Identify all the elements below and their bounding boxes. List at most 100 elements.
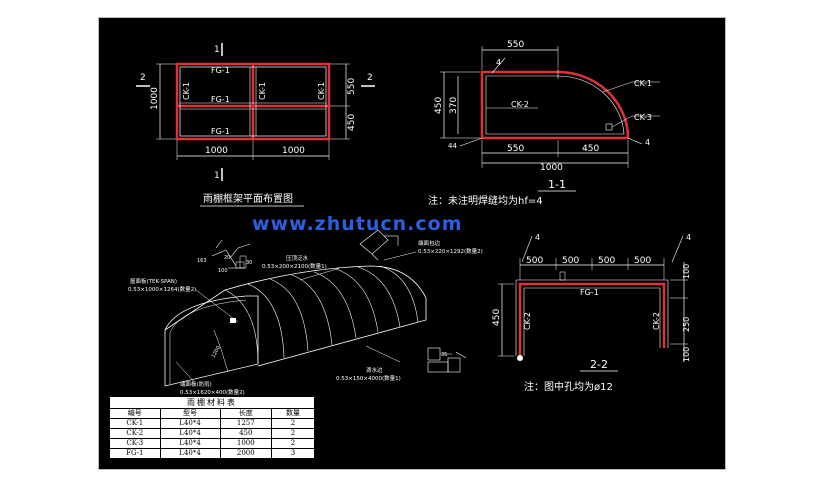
iso-label-end-wall-spec: 0.53×1620×400(数量2) xyxy=(180,388,245,396)
s22-dim-top-1: 500 xyxy=(526,256,543,266)
svg-text:1200: 1200 xyxy=(211,345,223,359)
table-cell: L40*4 xyxy=(159,418,221,429)
s11-weld-top: 4 xyxy=(496,58,501,67)
table-cell: 2 xyxy=(271,438,315,449)
materials-title: 雨棚材料表 xyxy=(109,396,315,408)
plan-dim-height: 1000 xyxy=(150,87,160,110)
table-cell: 3 xyxy=(271,448,315,459)
plan-title: 雨棚框架平面布置图 xyxy=(203,192,293,205)
iso-label-roof: 屋面板(TEK-SPAN) xyxy=(130,277,177,285)
s22-ck2-left: CK-2 xyxy=(523,312,532,330)
plan-dim-bottom-left: 1000 xyxy=(205,146,228,156)
plan-dim-bottom-right: 1000 xyxy=(282,146,305,156)
s22-dim-right-mid: 250 xyxy=(682,317,691,332)
iso-dim-35: 35 xyxy=(441,352,447,358)
s11-dim-bottom-left: 550 xyxy=(507,144,524,154)
section-1-1-frame xyxy=(480,70,630,140)
iso-detail-bottom-right: 35 xyxy=(427,347,467,373)
section-1-1: 550 450 370 550 450 1000 4 CK-2 CK-1 CK-… xyxy=(428,40,660,207)
plan-section-mark-left: 2 xyxy=(140,73,146,83)
section-2-2: 500 500 500 500 4 4 450 100 250 100 FG-1… xyxy=(492,233,691,393)
s22-dim-right-top: 100 xyxy=(682,264,691,279)
s22-dim-top-4: 500 xyxy=(634,256,651,266)
table-cell: 2000 xyxy=(219,448,273,459)
plan-fg-label-top: FG-1 xyxy=(211,66,230,75)
table-cell: 2 xyxy=(271,418,315,429)
plan-view: 1 1 2 2 FG-1 FG-1 FG-1 CK-1 CK-1 CK-1 10… xyxy=(136,43,375,207)
s11-dim-total: 1000 xyxy=(540,163,563,173)
s22-dim-top-3: 500 xyxy=(598,256,615,266)
s11-dim-top: 550 xyxy=(507,40,524,50)
iso-label-edge-spec: 0.53×150×4000(数量1) xyxy=(336,374,401,382)
table-cell: FG-1 xyxy=(109,448,161,459)
plan-section-mark-right: 2 xyxy=(367,73,373,83)
iso-label-end-spec: 0.53×220×1292(数量2) xyxy=(418,247,483,255)
plan-section-mark-top: 1 xyxy=(214,45,220,55)
materials-header: 长度 xyxy=(219,408,273,419)
s22-title: 2-2 xyxy=(590,358,608,371)
s11-title: 1-1 xyxy=(548,178,566,191)
table-cell: 450 xyxy=(219,428,273,439)
materials-header: 数量 xyxy=(271,408,315,419)
s11-ck1-label: CK-1 xyxy=(634,79,652,88)
s22-fg1-label: FG-1 xyxy=(580,288,599,297)
s22-weld-right: 4 xyxy=(686,233,691,242)
iso-detail-top-middle xyxy=(359,229,399,261)
iso-label-roof-spec: 0.53×1000×1264(数量2) xyxy=(128,285,196,293)
s11-weld-left: 44 xyxy=(448,142,457,150)
table-cell: CK-1 xyxy=(109,418,161,429)
s11-dim-bottom-right: 450 xyxy=(582,144,599,154)
table-cell: 1257 xyxy=(219,418,273,429)
iso-view: 1200 163 20 100 30 35 xyxy=(128,229,483,396)
table-row: FG-1 L40*4 2000 3 xyxy=(109,448,315,459)
table-cell: 1000 xyxy=(219,438,273,449)
table-cell: CK-3 xyxy=(109,438,161,449)
table-row: CK-1 L40*4 1257 2 xyxy=(109,418,315,429)
table-row: CK-2 L40*4 450 2 xyxy=(109,428,315,439)
iso-dim-30: 30 xyxy=(246,260,252,266)
iso-detail-top-left: 163 20 100 30 xyxy=(197,239,252,274)
materials-table: 雨棚材料表 编号 型号 长度 数量 CK-1 L40*4 1257 2 CK-2… xyxy=(109,396,315,459)
plan-ck-label-left: CK-1 xyxy=(182,82,191,100)
plan-ck-label-mid: CK-1 xyxy=(258,82,267,100)
plan-dim-right-bottom: 450 xyxy=(347,114,357,131)
iso-label-end-wall: 端面板(防雨) xyxy=(180,380,212,388)
s11-ck2-label: CK-2 xyxy=(511,100,529,109)
iso-dim-163: 163 xyxy=(197,258,207,264)
table-cell: L40*4 xyxy=(159,438,221,449)
iso-roof-outline xyxy=(164,265,427,367)
iso-label-edge: 滴水边 xyxy=(366,366,383,374)
section-2-2-frame xyxy=(518,282,666,356)
iso-end-arch xyxy=(164,295,259,386)
plan-section-mark-bottom: 1 xyxy=(214,171,220,181)
s22-dim-right-bottom: 100 xyxy=(682,347,691,362)
iso-label-ridge-spec: 0.53×200×2100(数量1) xyxy=(262,262,327,270)
s22-note: 注：图中孔均为ø12 xyxy=(524,380,613,393)
materials-header-row: 编号 型号 长度 数量 xyxy=(109,408,315,419)
drawing-frame xyxy=(98,17,726,470)
table-cell: CK-2 xyxy=(109,428,161,439)
table-cell: 2 xyxy=(271,428,315,439)
s22-weld-left: 4 xyxy=(535,233,540,242)
materials-header: 编号 xyxy=(109,408,161,419)
s11-dim-left-outer: 450 xyxy=(434,97,444,114)
s11-dim-left-inner: 370 xyxy=(449,97,459,114)
iso-dim-100: 100 xyxy=(218,268,228,274)
iso-label-ridge: 压顶泛水 xyxy=(286,254,309,262)
table-row: CK-3 L40*4 1000 2 xyxy=(109,438,315,449)
s11-ck3-label: CK-3 xyxy=(634,113,652,122)
plan-dim-right-top: 550 xyxy=(347,78,357,95)
s11-note: 注：未注明焊缝均为hf=4 xyxy=(428,194,543,207)
plan-fg-label-bottom: FG-1 xyxy=(211,127,230,136)
s11-weld-right: 4 xyxy=(645,138,650,147)
table-cell: L40*4 xyxy=(159,428,221,439)
iso-label-end: 端面包边 xyxy=(418,239,441,247)
table-cell: L40*4 xyxy=(159,448,221,459)
plan-ck-label-right: CK-1 xyxy=(317,82,326,100)
s22-dim-top-2: 500 xyxy=(562,256,579,266)
materials-header: 型号 xyxy=(159,408,221,419)
iso-dim-20: 20 xyxy=(224,255,230,261)
plan-fg-label-mid: FG-1 xyxy=(211,95,230,104)
watermark-url: www.zhutucn.com xyxy=(252,213,463,235)
